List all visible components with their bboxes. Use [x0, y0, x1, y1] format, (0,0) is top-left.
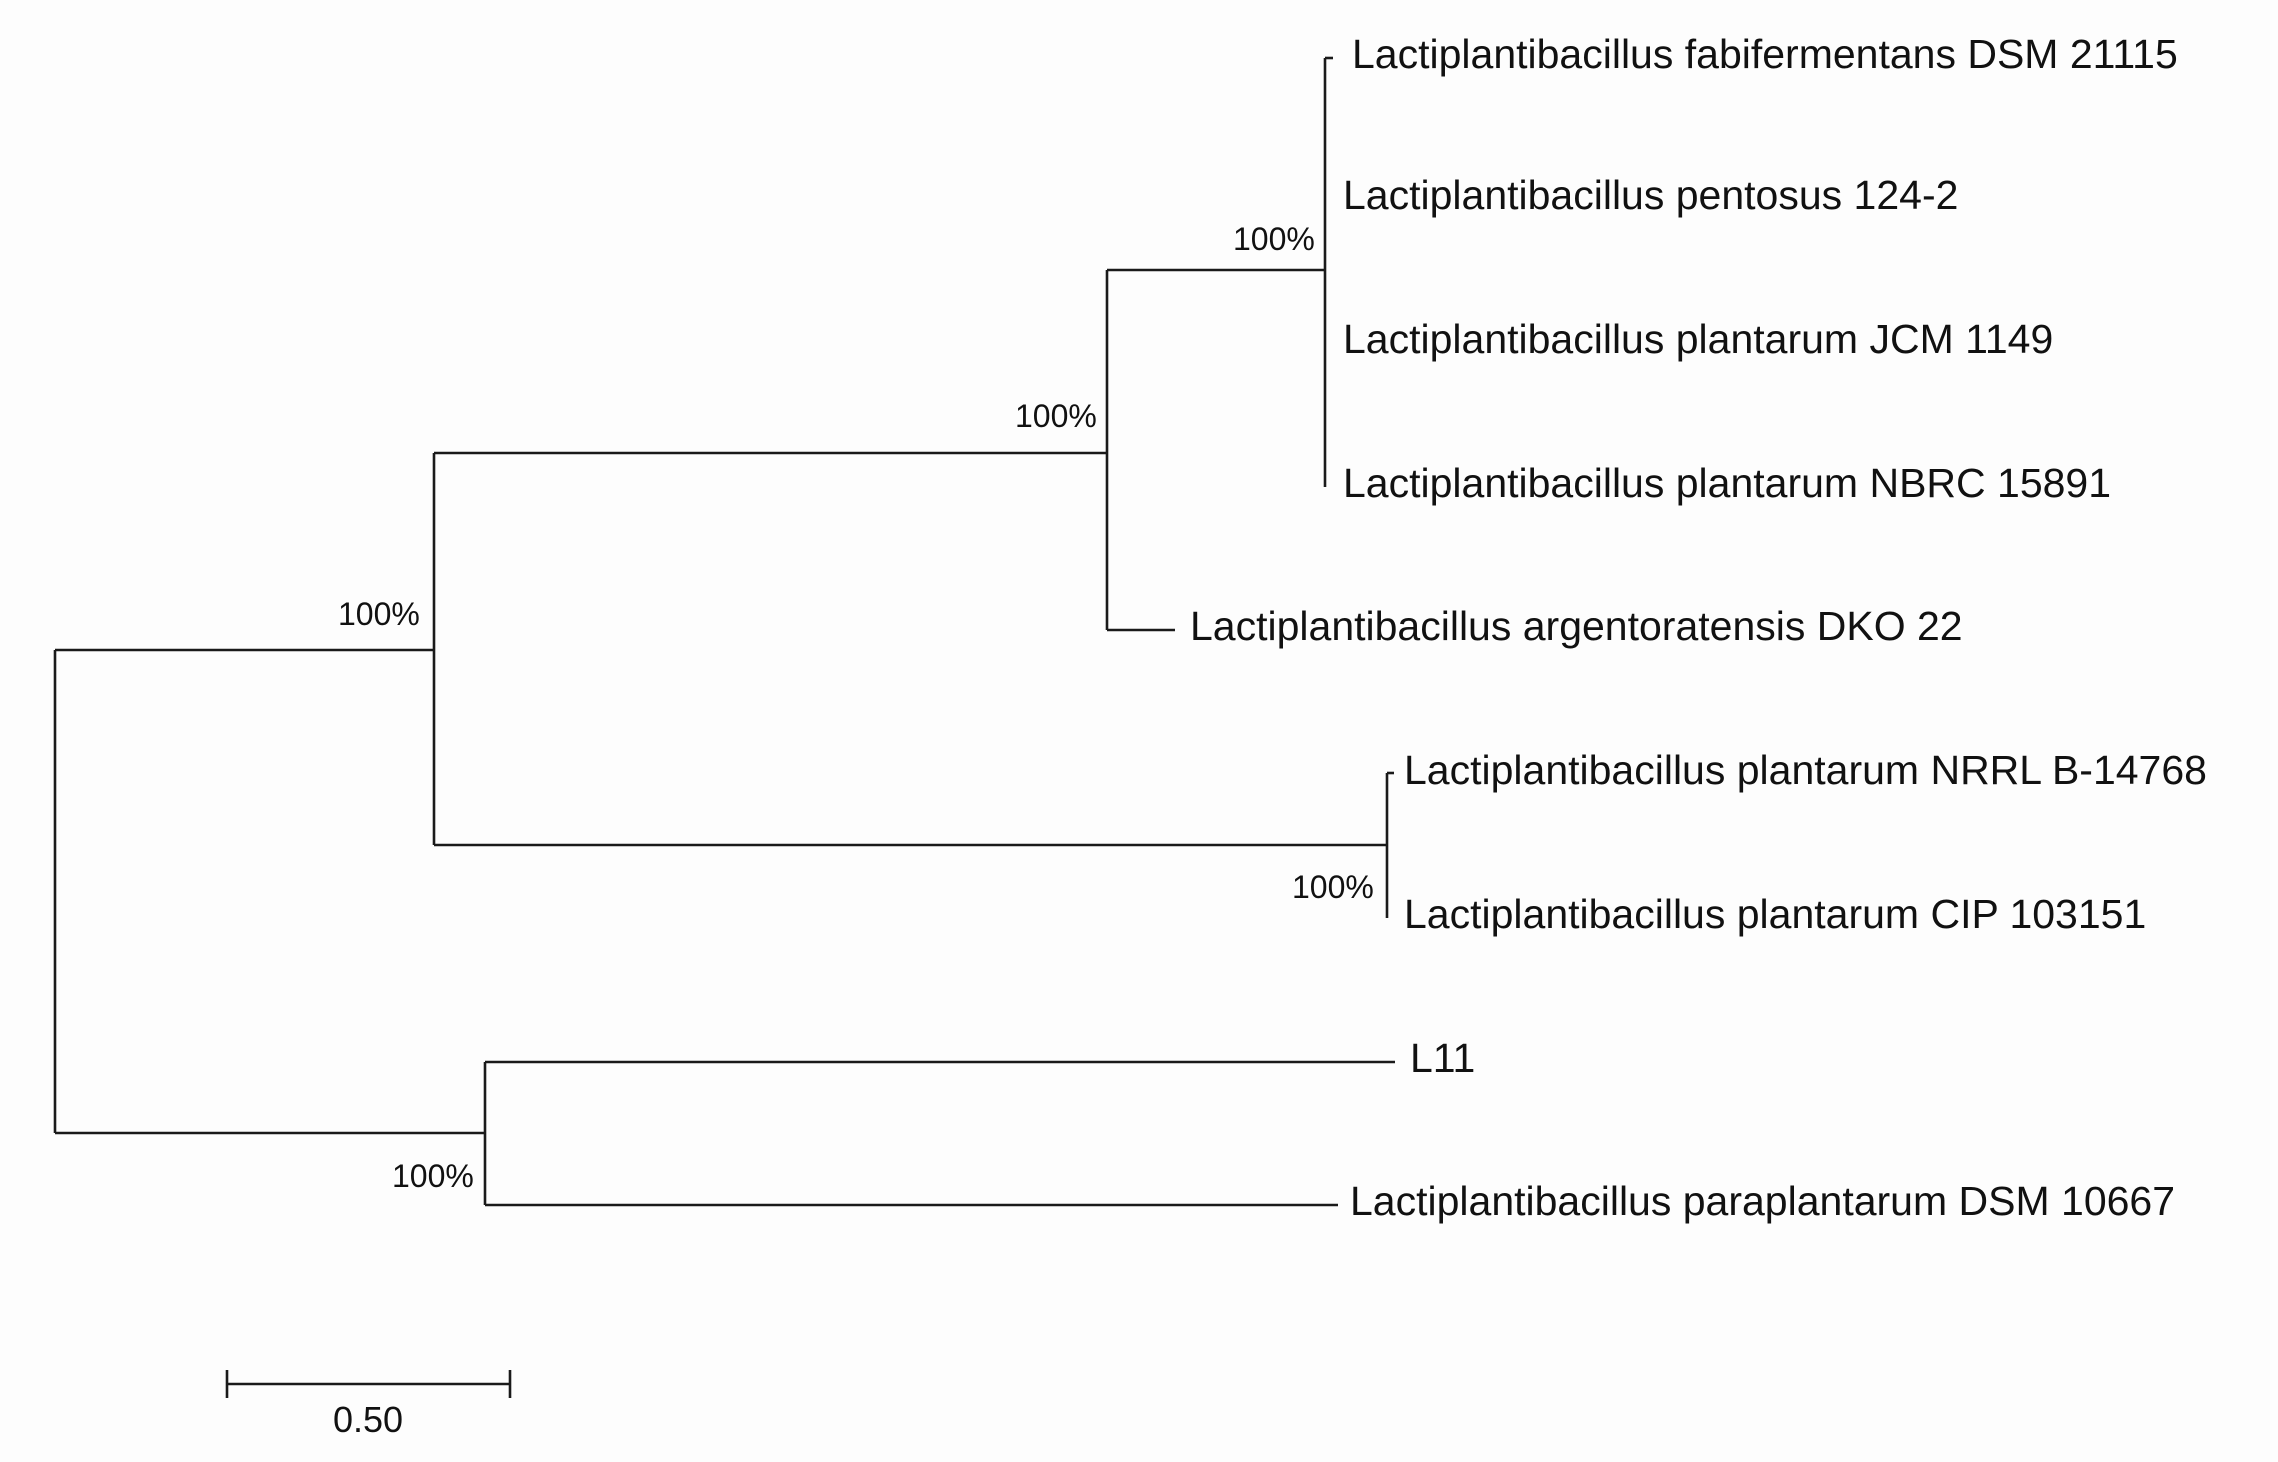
taxon-label-plantarum-nbrc: Lactiplantibacillus plantarum NBRC 15891 [1343, 460, 2111, 506]
scale-bar: 0.50 [225, 1370, 512, 1440]
taxon-label-fabifermentans: Lactiplantibacillus fabifermentans DSM 2… [1352, 31, 2178, 77]
taxon-label-plantarum-jcm: Lactiplantibacillus plantarum JCM 1149 [1343, 316, 2053, 362]
taxon-label-paraplantarum: Lactiplantibacillus paraplantarum DSM 10… [1350, 1178, 2175, 1224]
taxon-label-pentosus: Lactiplantibacillus pentosus 124-2 [1343, 172, 1958, 218]
scale-bar-label: 0.50 [333, 1399, 403, 1440]
bootstrap-label-argentoratensis-node: 100% [1015, 398, 1097, 434]
taxon-label-plantarum-nrrl: Lactiplantibacillus plantarum NRRL B-147… [1404, 747, 2207, 793]
taxon-label-plantarum-cip: Lactiplantibacillus plantarum CIP 103151 [1404, 891, 2146, 937]
bootstrap-label-nrrl-cip-node: 100% [1292, 869, 1374, 905]
bootstrap-label-l11-paraplantarum-node: 100% [392, 1158, 474, 1194]
bootstrap-label-plantarum-clade: 100% [338, 596, 420, 632]
taxon-label-argentoratensis: Lactiplantibacillus argentoratensis DKO … [1190, 603, 1963, 649]
bootstrap-label-plantarum-group: 100% [1233, 221, 1315, 257]
taxon-label-l11: L11 [1410, 1035, 1475, 1081]
